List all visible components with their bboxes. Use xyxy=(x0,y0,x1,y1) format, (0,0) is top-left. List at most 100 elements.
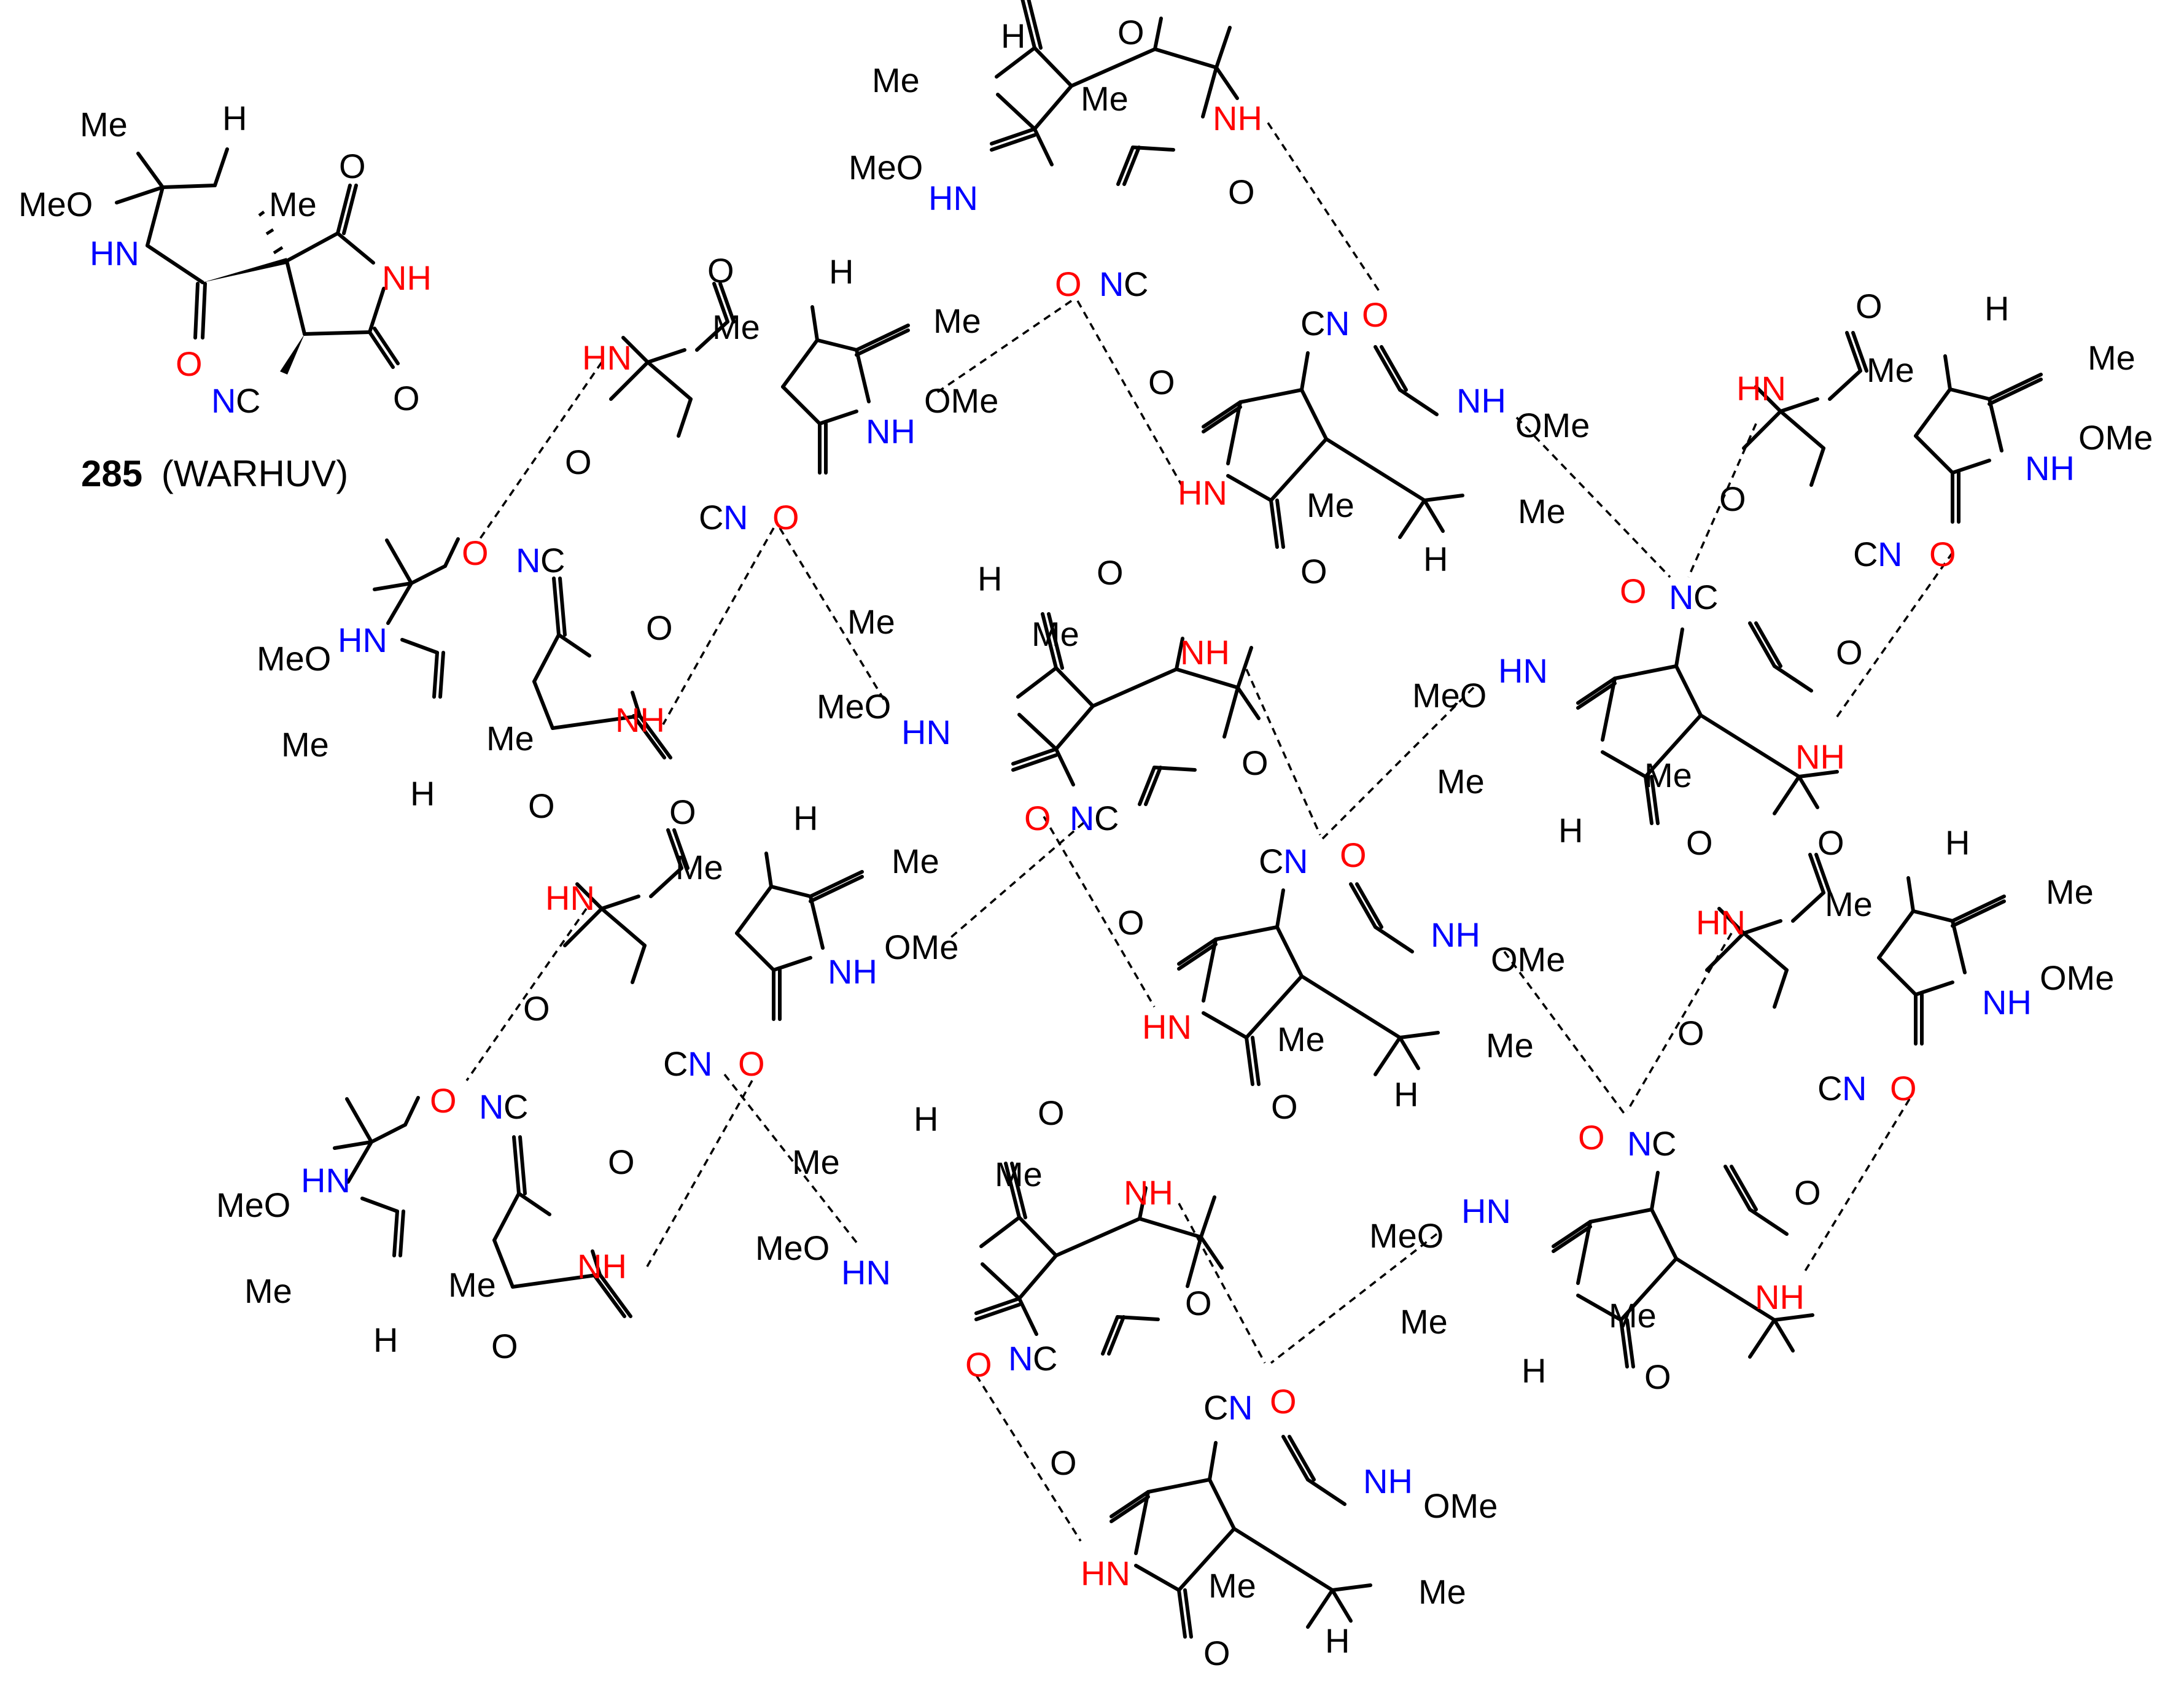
atom-label-hn: HN xyxy=(545,879,595,917)
lattice-labels: H O Me Me NH MeO HN O O N C O H HN Me Me… xyxy=(216,13,2153,1672)
atom-label-o: O xyxy=(523,989,550,1028)
atom-label-c: C xyxy=(236,381,260,420)
atom-label-c: C xyxy=(1693,578,1718,616)
atom-label-h: H xyxy=(1984,289,2009,328)
atom-label-me: Me xyxy=(80,105,128,144)
atom-label-nh: NH xyxy=(1456,381,1506,420)
atom-label-o: O xyxy=(1228,173,1255,211)
atom-label-nh: NH xyxy=(1755,1278,1805,1316)
atom-label-hn: HN xyxy=(301,1161,351,1200)
atom-label-c: C xyxy=(540,541,565,580)
atom-label-nh: NH xyxy=(1431,915,1480,954)
atom-label-me: Me xyxy=(486,719,534,758)
hydrogen-bond-network xyxy=(465,122,1954,1542)
atom-label-o: O xyxy=(646,608,673,647)
atom-label-c: C xyxy=(1094,799,1119,837)
atom-label-o: O xyxy=(1242,743,1269,782)
svg-text:285 (WARHUV): 285 (WARHUV) xyxy=(81,453,348,494)
atom-label-n: N xyxy=(479,1087,503,1126)
atom-label-o: O xyxy=(176,344,203,383)
atom-label-me: Me xyxy=(244,1271,292,1310)
atom-label-o: O xyxy=(1890,1069,1917,1108)
atom-label-h: H xyxy=(977,559,1002,598)
atom-label-c: C xyxy=(1124,265,1148,303)
lattice-molecule-7 xyxy=(1578,623,1837,823)
atom-label-h: H xyxy=(793,799,818,837)
atom-label-o: O xyxy=(1050,1443,1077,1482)
atom-label-o: O xyxy=(1794,1173,1821,1212)
atom-label-o: O xyxy=(965,1345,992,1384)
atom-label-me: Me xyxy=(847,602,895,641)
atom-label-o: O xyxy=(528,786,555,825)
atom-label-n: N xyxy=(1325,304,1350,343)
atom-label-h: H xyxy=(373,1321,398,1359)
atom-label-me: Me xyxy=(675,848,723,887)
atom-label-me: Me xyxy=(792,1143,840,1181)
atom-label-c: C xyxy=(1652,1124,1676,1163)
atom-label-h: H xyxy=(914,1100,938,1138)
atom-label-me: Me xyxy=(1486,1026,1534,1065)
atom-label-n: N xyxy=(688,1044,712,1083)
atom-label-ome: OMe xyxy=(2078,418,2153,457)
atom-label-o: O xyxy=(1300,552,1327,591)
atom-label-me: Me xyxy=(1867,351,1914,389)
atom-label-o: O xyxy=(565,443,592,481)
compound-refcode: (WARHUV) xyxy=(161,453,348,494)
atom-label-me: Me xyxy=(1400,1302,1448,1341)
atom-label-nh: NH xyxy=(615,701,665,739)
atom-label-hn: HN xyxy=(1142,1007,1192,1046)
atom-label-n: N xyxy=(1842,1069,1867,1108)
atom-label-o: O xyxy=(1362,295,1389,334)
atom-label-o: O xyxy=(1836,633,1863,672)
atom-label-n: N xyxy=(1070,799,1094,837)
atom-label-me: Me xyxy=(1437,762,1485,801)
atom-label-nh: NH xyxy=(1363,1462,1413,1500)
atom-label-ome: OMe xyxy=(1491,940,1565,979)
compound-caption: 285 (WARHUV) xyxy=(81,453,348,494)
atom-label-c: C xyxy=(663,1044,688,1083)
atom-label-me: Me xyxy=(1418,1572,1466,1611)
atom-label-hn: HN xyxy=(338,621,387,659)
compound-number: 285 xyxy=(81,453,142,494)
atom-label-n: N xyxy=(1283,842,1308,880)
atom-label-hn: HN xyxy=(928,179,978,217)
atom-label-o: O xyxy=(1686,823,1713,862)
atom-label-o: O xyxy=(393,379,420,417)
atom-label-ome: OMe xyxy=(2040,958,2114,997)
atom-label-nh: NH xyxy=(382,258,432,297)
atom-label-o: O xyxy=(430,1081,457,1120)
atom-label-c: C xyxy=(1259,842,1283,880)
atom-label-me: Me xyxy=(1208,1566,1256,1605)
atom-label-hn: HN xyxy=(1736,369,1786,408)
atom-label-meo: MeO xyxy=(257,639,331,678)
atom-label-o: O xyxy=(1203,1634,1230,1672)
atom-label-me: Me xyxy=(995,1155,1043,1194)
atom-label-nh: NH xyxy=(1180,633,1230,672)
atom-label-meo: MeO xyxy=(18,185,93,223)
atom-label-ome: OMe xyxy=(1423,1486,1498,1525)
atom-label-me: Me xyxy=(933,301,981,340)
atom-label-ome: OMe xyxy=(1515,406,1590,445)
atom-label-meo: MeO xyxy=(817,687,891,726)
atom-label-n: N xyxy=(723,498,748,537)
atom-label-ome: OMe xyxy=(884,928,958,966)
molecule-285-skeleton xyxy=(115,147,400,375)
atom-label-hn: HN xyxy=(1178,473,1227,512)
atom-label-o: O xyxy=(1817,823,1844,862)
atom-label-o: O xyxy=(1117,903,1144,942)
atom-label-n: N xyxy=(1627,1124,1652,1163)
atom-label-h: H xyxy=(1001,17,1025,55)
atom-label-hn: HN xyxy=(1461,1192,1511,1230)
atom-label-o: O xyxy=(1148,363,1175,402)
atom-label-n: N xyxy=(1669,578,1693,616)
atom-label-o: O xyxy=(1024,799,1051,837)
atom-label-o: O xyxy=(1856,287,1883,325)
atom-label-h: H xyxy=(222,99,247,138)
atom-label-me: Me xyxy=(1609,1296,1657,1335)
atom-label-me: Me xyxy=(1081,79,1129,118)
atom-label-o: O xyxy=(1097,553,1124,592)
atom-label-c: C xyxy=(1033,1339,1057,1378)
lattice-molecule-10 xyxy=(1707,855,2004,1044)
atom-label-h: H xyxy=(1945,823,1970,862)
atom-label-o: O xyxy=(707,251,734,290)
